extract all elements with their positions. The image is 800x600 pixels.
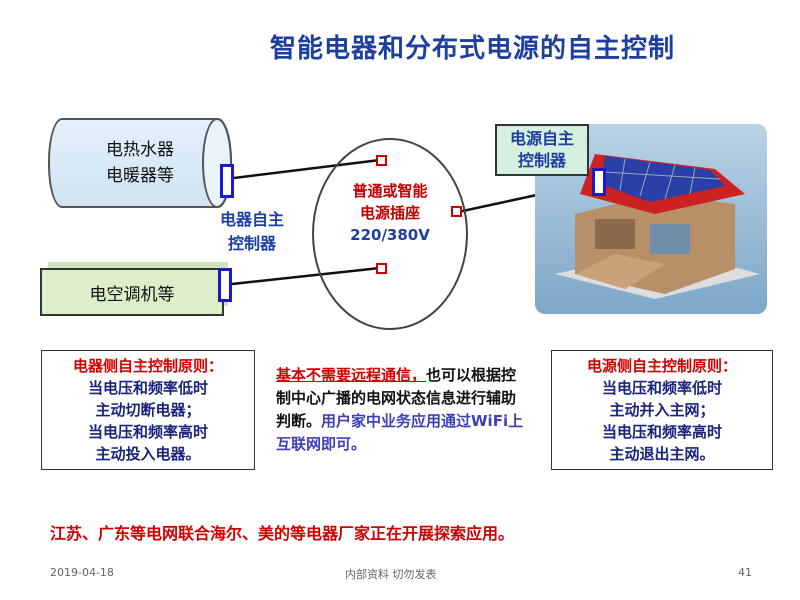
appliance-controller-label: 电器自主 控制器 [220,208,284,256]
socket-icon [376,263,387,274]
power-controller-icon [592,168,606,196]
label-line: 电源自主 [509,129,574,148]
appliance-controller-icon [220,164,234,198]
page-number: 41 [738,566,752,579]
note-emphasis: 基本不需要远程通信， [276,366,427,384]
footer-date: 2019-04-18 [50,566,114,579]
house-image [535,124,767,314]
appliance-label: 电暖器等 [106,166,174,186]
appliance-label: 电热水器 [106,140,174,160]
power-controller-label: 电源自主 控制器 [495,124,589,176]
label-line: 控制器 [228,234,277,253]
appliance-label: 电空调机等 [89,284,175,305]
box-line: 当电压和频率高时 [87,423,208,441]
bottom-note: 江苏、广东等电网联合海尔、美的等电器厂家正在开展探索应用。 [50,524,515,543]
box-line: 主动并入主网； [609,401,715,419]
box-line: 主动切断电器； [95,401,201,419]
label-line: 电器自主 [220,210,285,229]
appliance-controller-icon [218,268,232,302]
label-line: 220/380V [350,226,430,244]
note-text: 也可以根据控制中心广播的电网状态信息进行辅助判断。 [276,366,517,430]
box-line: 主动退出主网。 [609,445,715,463]
slide-title: 智能电器和分布式电源的自主控制 [270,34,676,64]
label-line: 电源插座 [359,204,420,222]
water-heater-appliance: 电热水器 电暖器等 [48,118,232,208]
socket-icon [451,206,462,217]
communication-note: 基本不需要远程通信，也可以根据控制中心广播的电网状态信息进行辅助判断。用户家中业… [276,364,526,456]
appliance-side-principles: 电器侧自主控制原则： 当电压和频率低时 主动切断电器； 当电压和频率高时 主动投… [41,350,255,470]
power-side-principles: 电源侧自主控制原则： 当电压和频率低时 主动并入主网； 当电压和频率高时 主动退… [551,350,773,470]
box-line: 当电压和频率高时 [601,423,722,441]
box-line: 当电压和频率低时 [87,379,208,397]
note-wifi-text: 用户家中业务应用通过WiFi上互联网即可。 [276,412,524,453]
box-line: 主动投入电器。 [95,445,201,463]
socket-ellipse [312,138,468,330]
air-conditioner-appliance: 电空调机等 [40,268,224,316]
box-heading: 电源侧自主控制原则： [586,357,737,375]
label-line: 普通或智能 [352,182,428,200]
footer-center: 内部资料 切勿发表 [345,568,437,581]
socket-label: 普通或智能 电源插座 220/380V [330,180,450,246]
box-line: 当电压和频率低时 [601,379,722,397]
socket-icon [376,155,387,166]
box-heading: 电器侧自主控制原则： [72,357,223,375]
label-line: 控制器 [517,151,566,170]
